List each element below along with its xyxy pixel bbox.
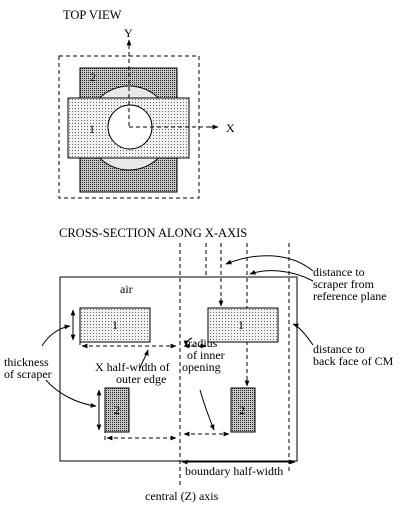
- radius-label-1: radius: [188, 336, 218, 350]
- dist-back-label-2: back face of CM: [313, 354, 394, 368]
- thickness-pointer-2: [45, 379, 97, 408]
- central-axis-label: central (Z) axis: [145, 489, 219, 503]
- top-view-label-1: 1: [89, 122, 95, 136]
- air-label: air: [120, 282, 133, 296]
- top-view-title: TOP VIEW: [63, 8, 122, 22]
- radius-label-2: of inner: [187, 348, 225, 362]
- cross-section: CROSS-SECTION ALONG X-AXIS air 1 1 2 2: [4, 226, 394, 503]
- dist-back-label-1: distance to: [313, 342, 365, 356]
- axis-x-label: X: [226, 121, 235, 135]
- dist-back-pointer: [292, 323, 314, 346]
- left-scraper-1: [79, 307, 151, 343]
- cross-section-title: CROSS-SECTION ALONG X-AXIS: [59, 226, 247, 240]
- cross-section-boundary: [59, 276, 298, 462]
- top-view: TOP VIEW Y X 1 2: [58, 8, 235, 199]
- thickness-label-1: thickness: [4, 355, 49, 369]
- radius-pointer-1: [183, 337, 193, 347]
- x-half-width-label-1: X half-width of: [95, 360, 170, 374]
- right-scraper-1-label: 1: [238, 318, 244, 332]
- radius-label-3: opening: [182, 360, 221, 374]
- radius-pointer-2: [199, 389, 215, 431]
- left-scraper-1-label: 1: [112, 318, 118, 332]
- axis-y-label: Y: [124, 26, 133, 40]
- left-scraper-2-label: 2: [114, 403, 120, 417]
- top-view-label-2: 2: [90, 70, 96, 84]
- right-scraper-1: [207, 307, 279, 343]
- x-half-width-label-2: outer edge: [116, 372, 166, 386]
- thickness-pointer-1: [41, 324, 71, 347]
- thickness-label-2: of scraper: [4, 367, 52, 381]
- dist-scraper-label-2: scraper from: [313, 277, 375, 291]
- left-scraper-2: [104, 387, 130, 433]
- right-scraper-2: [230, 387, 256, 433]
- dist-scraper-pointer-2: [249, 270, 314, 282]
- dist-scraper-label-1: distance to: [313, 265, 365, 279]
- dist-scraper-label-3: reference plane: [313, 289, 387, 303]
- boundary-half-width-label: boundary half-width: [185, 464, 283, 478]
- dist-scraper-pointer-1: [225, 255, 314, 272]
- right-scraper-2-label: 2: [239, 403, 245, 417]
- x-half-width-pointer: [139, 349, 149, 369]
